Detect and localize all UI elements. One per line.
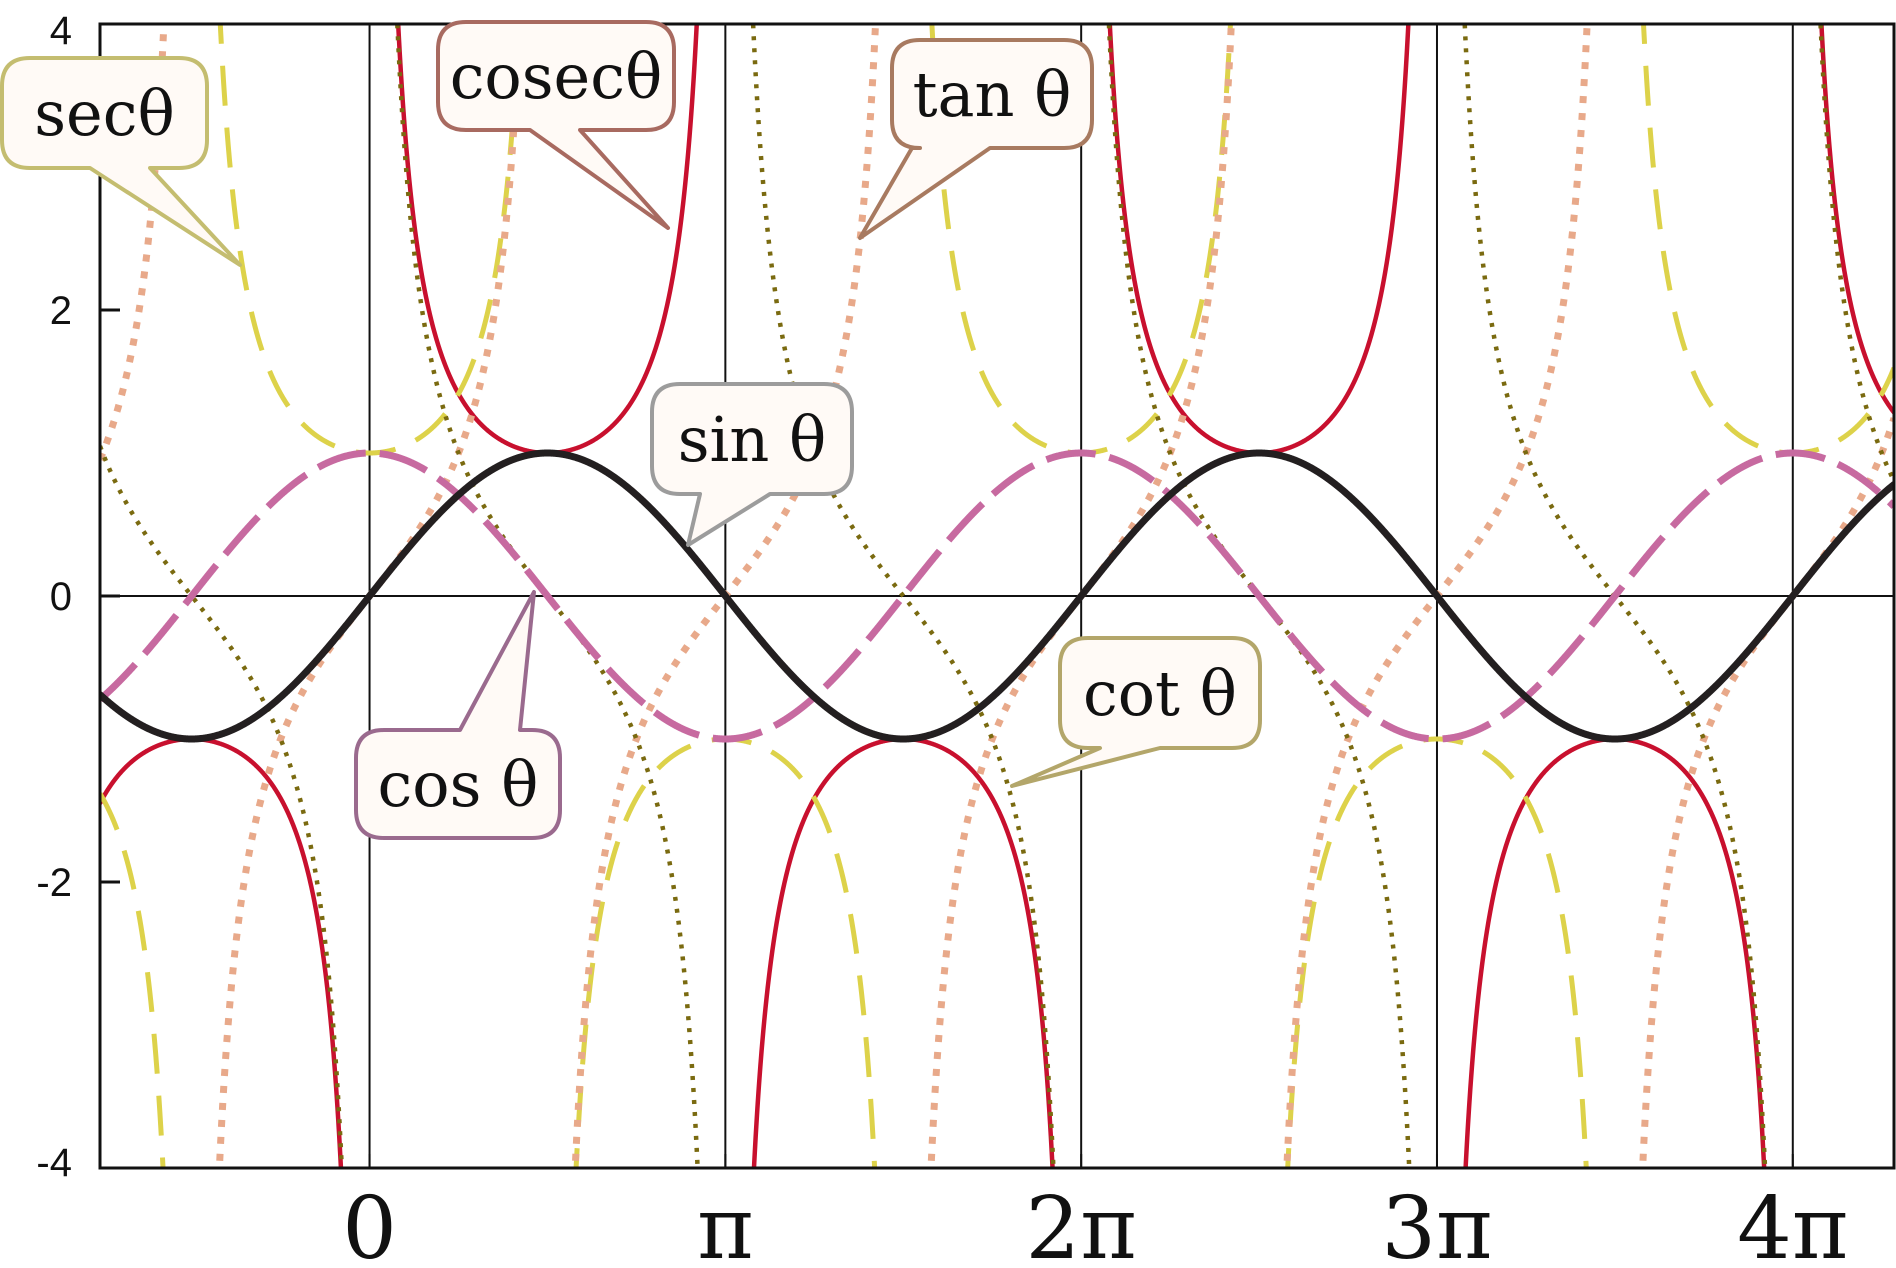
y-tick-label: 0 <box>50 575 72 619</box>
label-bubble-shape <box>858 38 1094 240</box>
y-tick-label: -2 <box>36 861 72 905</box>
series-sin-curve <box>100 449 1894 743</box>
x-tick-label: π <box>697 1179 754 1268</box>
x-tick-label: 4π <box>1737 1179 1848 1268</box>
label-bubble-cot: cot θ <box>1010 636 1262 788</box>
x-tick-label: 3π <box>1381 1179 1492 1268</box>
label-bubble-shape <box>1010 636 1262 788</box>
series-cos-curve <box>100 449 1894 743</box>
label-bubble-sec: secθ <box>0 56 242 267</box>
series-label-sin: sin θ <box>678 403 827 476</box>
label-bubble-shape <box>0 56 242 267</box>
label-bubble-cosec: cosecθ <box>436 20 676 230</box>
plot-frame <box>98 22 1896 1170</box>
series-label-tan: tan θ <box>913 58 1072 131</box>
tick-labels: 0 π 2π 3π 4π 4 2 0 -2 -4 <box>36 9 1848 1268</box>
label-bubble-tan: tan θ <box>858 38 1094 240</box>
series-label-cosec: cosecθ <box>450 40 663 113</box>
y-tick-label: 4 <box>50 9 72 53</box>
label-bubble-shape <box>436 20 676 230</box>
label-bubble-cos: cos θ <box>354 590 562 840</box>
series-curves <box>100 24 1894 1168</box>
label-bubble-shape <box>650 382 854 547</box>
series-labels: secθ cosecθ tan θ sin θ cos θ cot θ <box>0 20 1262 840</box>
y-tick-label: 2 <box>50 289 72 333</box>
x-tick-label: 2π <box>1026 1179 1137 1268</box>
y-tick-label: -4 <box>36 1141 72 1185</box>
series-label-cos: cos θ <box>378 748 539 821</box>
label-bubble-sin: sin θ <box>650 382 854 547</box>
series-label-cot: cot θ <box>1083 657 1237 730</box>
series-label-sec: secθ <box>34 77 175 150</box>
label-bubble-shape <box>354 590 562 840</box>
x-tick-label: 0 <box>342 1179 397 1268</box>
